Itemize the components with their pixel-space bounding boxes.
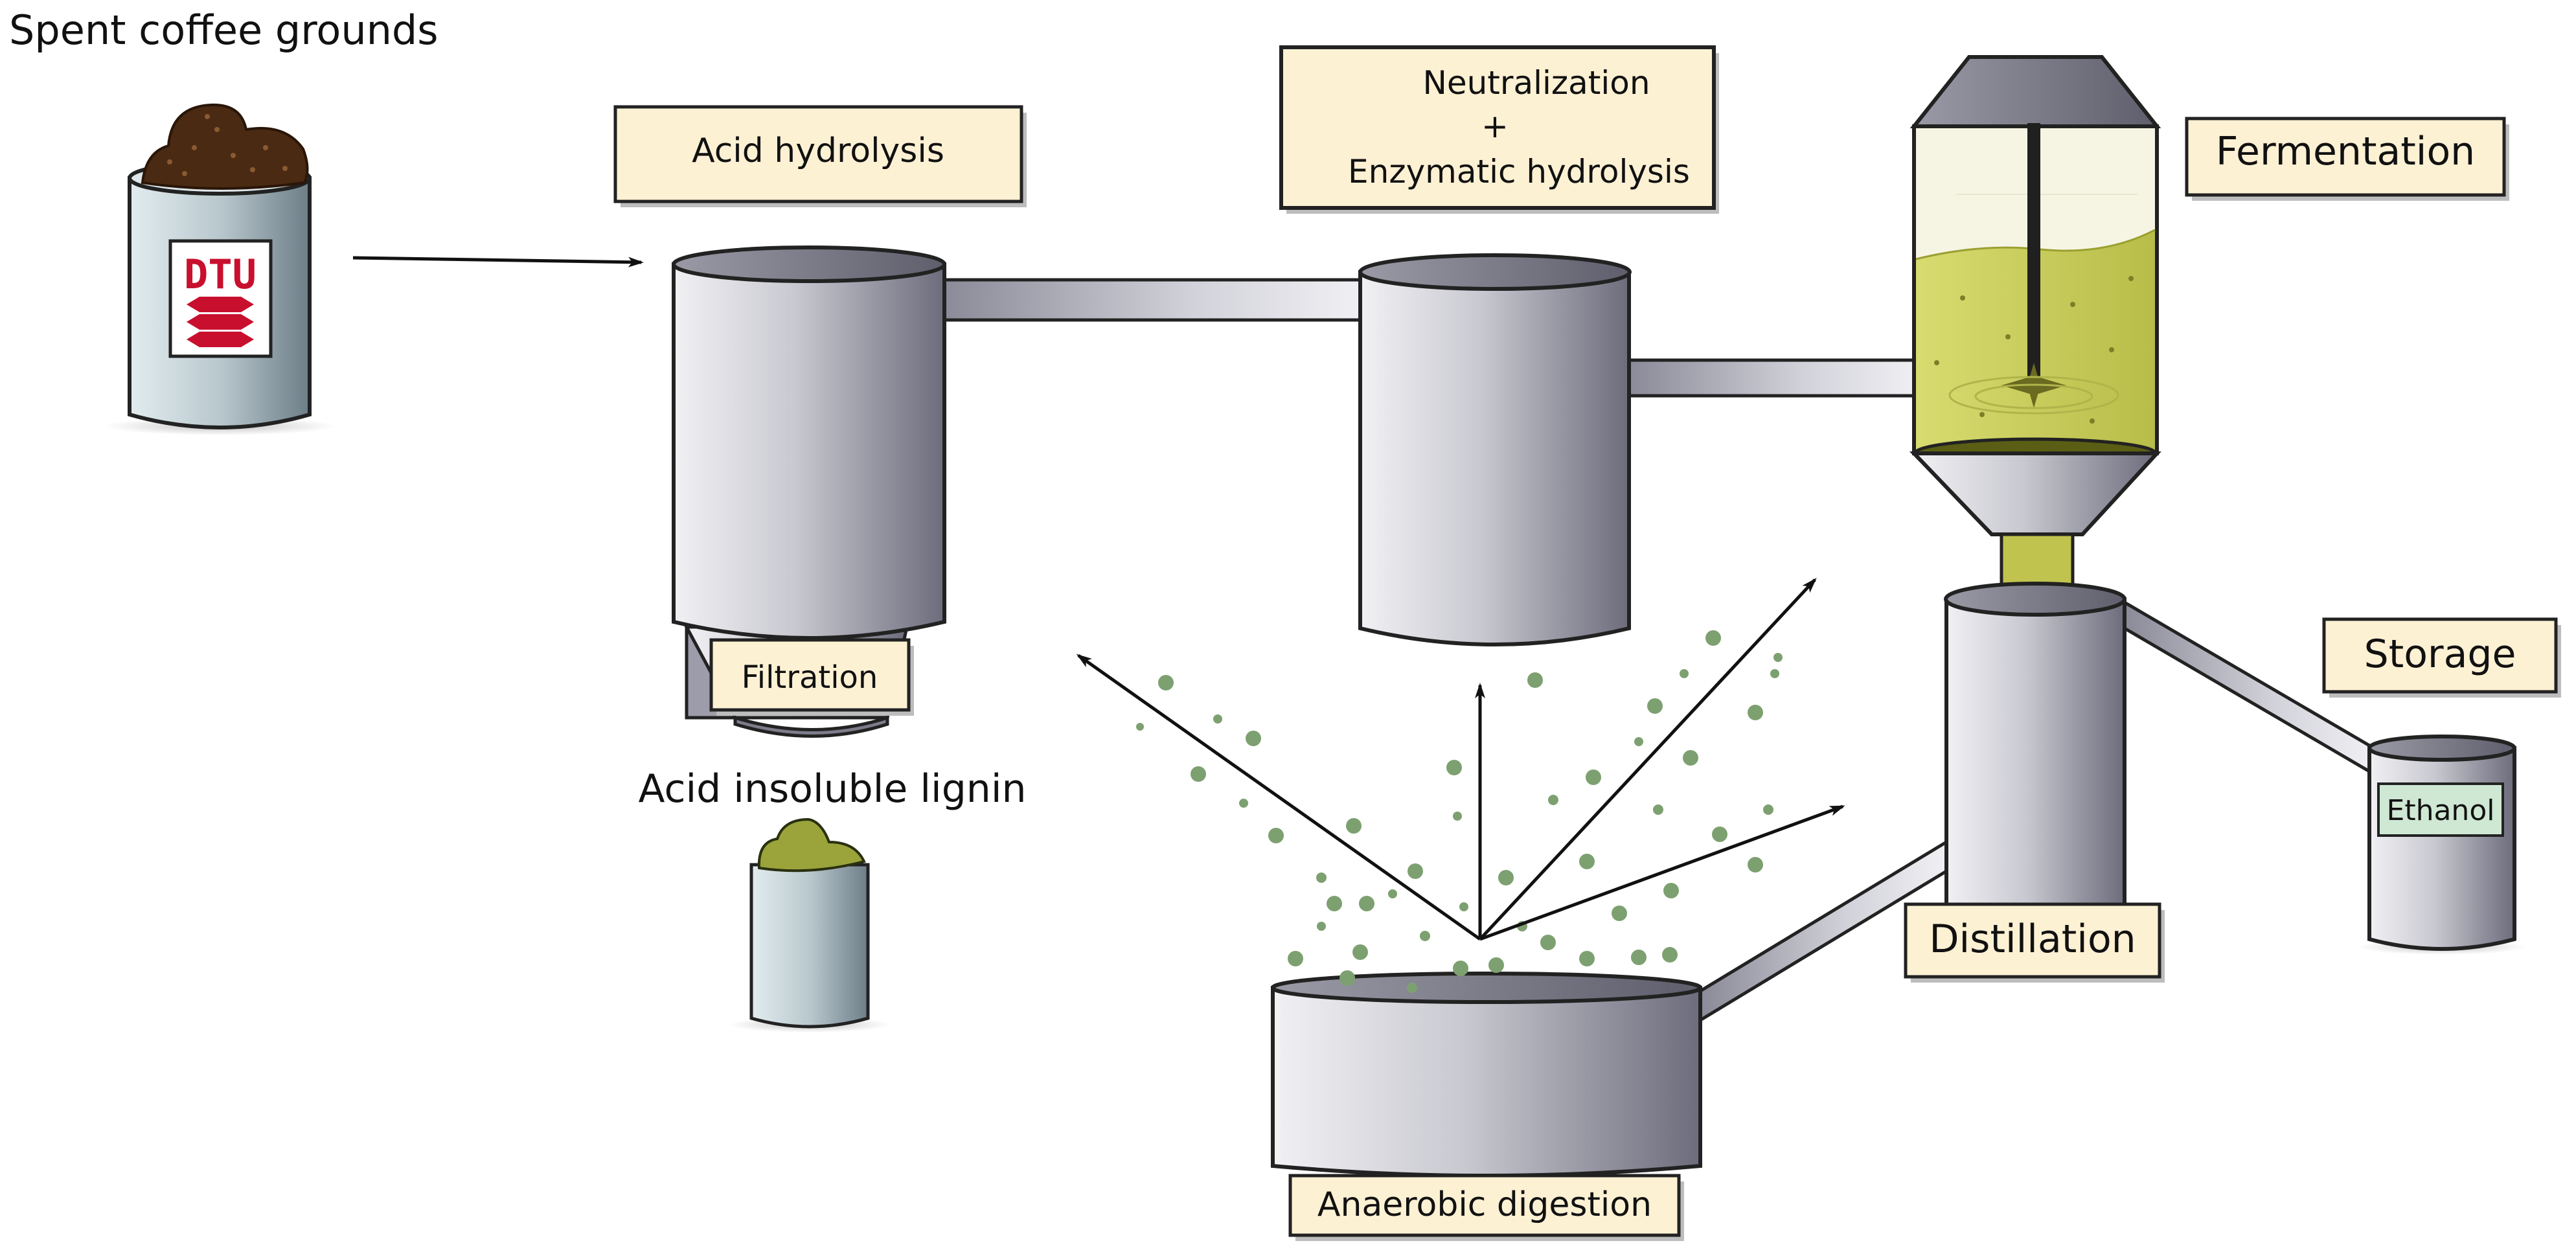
anaerobic-digester bbox=[1271, 972, 1702, 1178]
label-spent-coffee-grounds: Spent coffee grounds bbox=[9, 6, 439, 54]
biogas-arrow-4 bbox=[1479, 804, 1845, 941]
dtu-logo-arrows bbox=[187, 297, 254, 347]
lignin-pile bbox=[757, 817, 866, 872]
filter-screen bbox=[733, 715, 889, 738]
pipe-neutralization-to-fermentation bbox=[1627, 358, 1922, 398]
label-neutralization: Neutralization bbox=[1422, 64, 1650, 102]
label-acid-hydrolysis: Acid hydrolysis bbox=[692, 131, 944, 170]
ethanol-label-text: Ethanol bbox=[2387, 794, 2495, 827]
biogas-dots bbox=[1136, 630, 1783, 993]
label-box-anaerobic-digestion: Anaerobic digestion bbox=[1288, 1174, 1684, 1241]
ethanol-storage-can: Ethanol bbox=[2358, 735, 2526, 955]
label-box-acid-hydrolysis: Acid hydrolysis bbox=[613, 105, 1027, 207]
label-anaerobic-digestion: Anaerobic digestion bbox=[1317, 1185, 1652, 1224]
label-box-storage: Storage bbox=[2322, 617, 2561, 698]
coffee-can: DTU bbox=[104, 103, 337, 435]
label-distillation: Distillation bbox=[1929, 917, 2136, 962]
biogas-arrows bbox=[1076, 578, 1845, 941]
label-box-filtration: Filtration bbox=[709, 638, 914, 716]
label-box-fermentation: Fermentation bbox=[2185, 117, 2509, 201]
label-acid-insoluble-lignin: Acid insoluble lignin bbox=[638, 766, 1026, 812]
distillation-column bbox=[1944, 582, 2126, 909]
arrow-feed-to-hydrolysis bbox=[352, 256, 644, 268]
label-fermentation: Fermentation bbox=[2216, 129, 2475, 174]
label-box-distillation: Distillation bbox=[1904, 902, 2165, 983]
fermentation-vessel bbox=[1909, 55, 2161, 604]
label-storage: Storage bbox=[2364, 632, 2516, 677]
label-enzymatic-hydrolysis: Enzymatic hydrolysis bbox=[1348, 153, 1690, 190]
label-box-neutralization-enzymatic: Neutralization + Enzymatic hydrolysis bbox=[1279, 45, 1719, 214]
dtu-logo-text: DTU bbox=[184, 251, 256, 298]
ethanol-label bbox=[2377, 782, 2504, 837]
label-filtration: Filtration bbox=[742, 659, 878, 696]
label-plus: + bbox=[1481, 108, 1509, 145]
lignin-can bbox=[729, 817, 891, 1032]
biogas-arrow-3 bbox=[1479, 578, 1817, 940]
coffee-grounds-pile bbox=[141, 103, 309, 190]
enzymatic-hydrolysis-reactor bbox=[1358, 253, 1632, 646]
biogas-arrow-1 bbox=[1076, 654, 1481, 941]
pipe-hydrolysis-to-neutralization bbox=[940, 278, 1364, 322]
